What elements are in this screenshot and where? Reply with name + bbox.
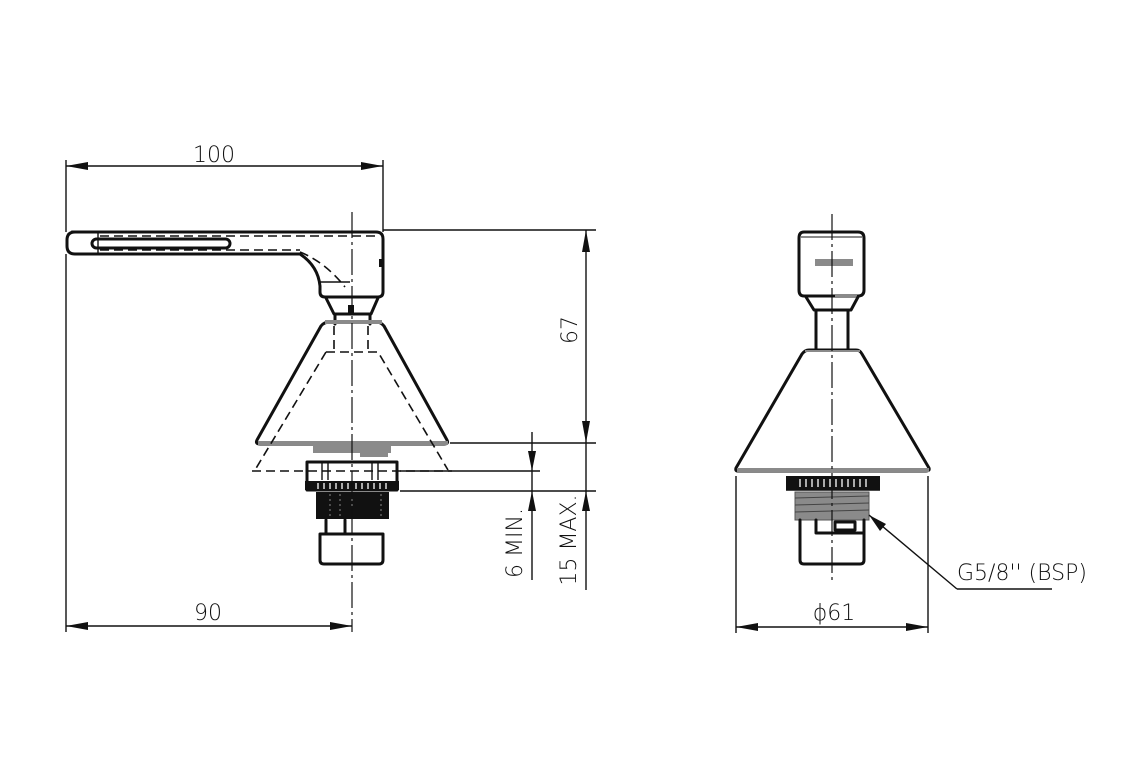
side-view [65,212,452,632]
front-view [734,214,931,580]
dim-6-min-label: 6 MIN. [503,508,528,578]
dim-67-label: 67 [558,316,583,344]
front-lock-nut [786,476,880,490]
brand-logo [815,259,853,266]
dimension-100: 100 [65,143,384,232]
dimension-90: 90 [65,254,352,632]
lever-handle [65,230,385,299]
dim-diameter-label: ϕ61 [813,601,856,626]
dimension-thickness: 6 MIN. 15 MAX. [400,432,596,590]
thread-callout: G5/8'' (BSP) [868,514,1087,590]
dim-100-label: 100 [193,143,235,168]
dimension-67: 67 [383,229,596,444]
dimension-diameter: ϕ61 [735,476,929,633]
thread-callout-label: G5/8'' (BSP) [957,561,1087,586]
dim-90-label: 90 [194,601,222,626]
dim-15-max-label: 15 MAX. [557,494,582,585]
lever-slot [90,237,232,250]
